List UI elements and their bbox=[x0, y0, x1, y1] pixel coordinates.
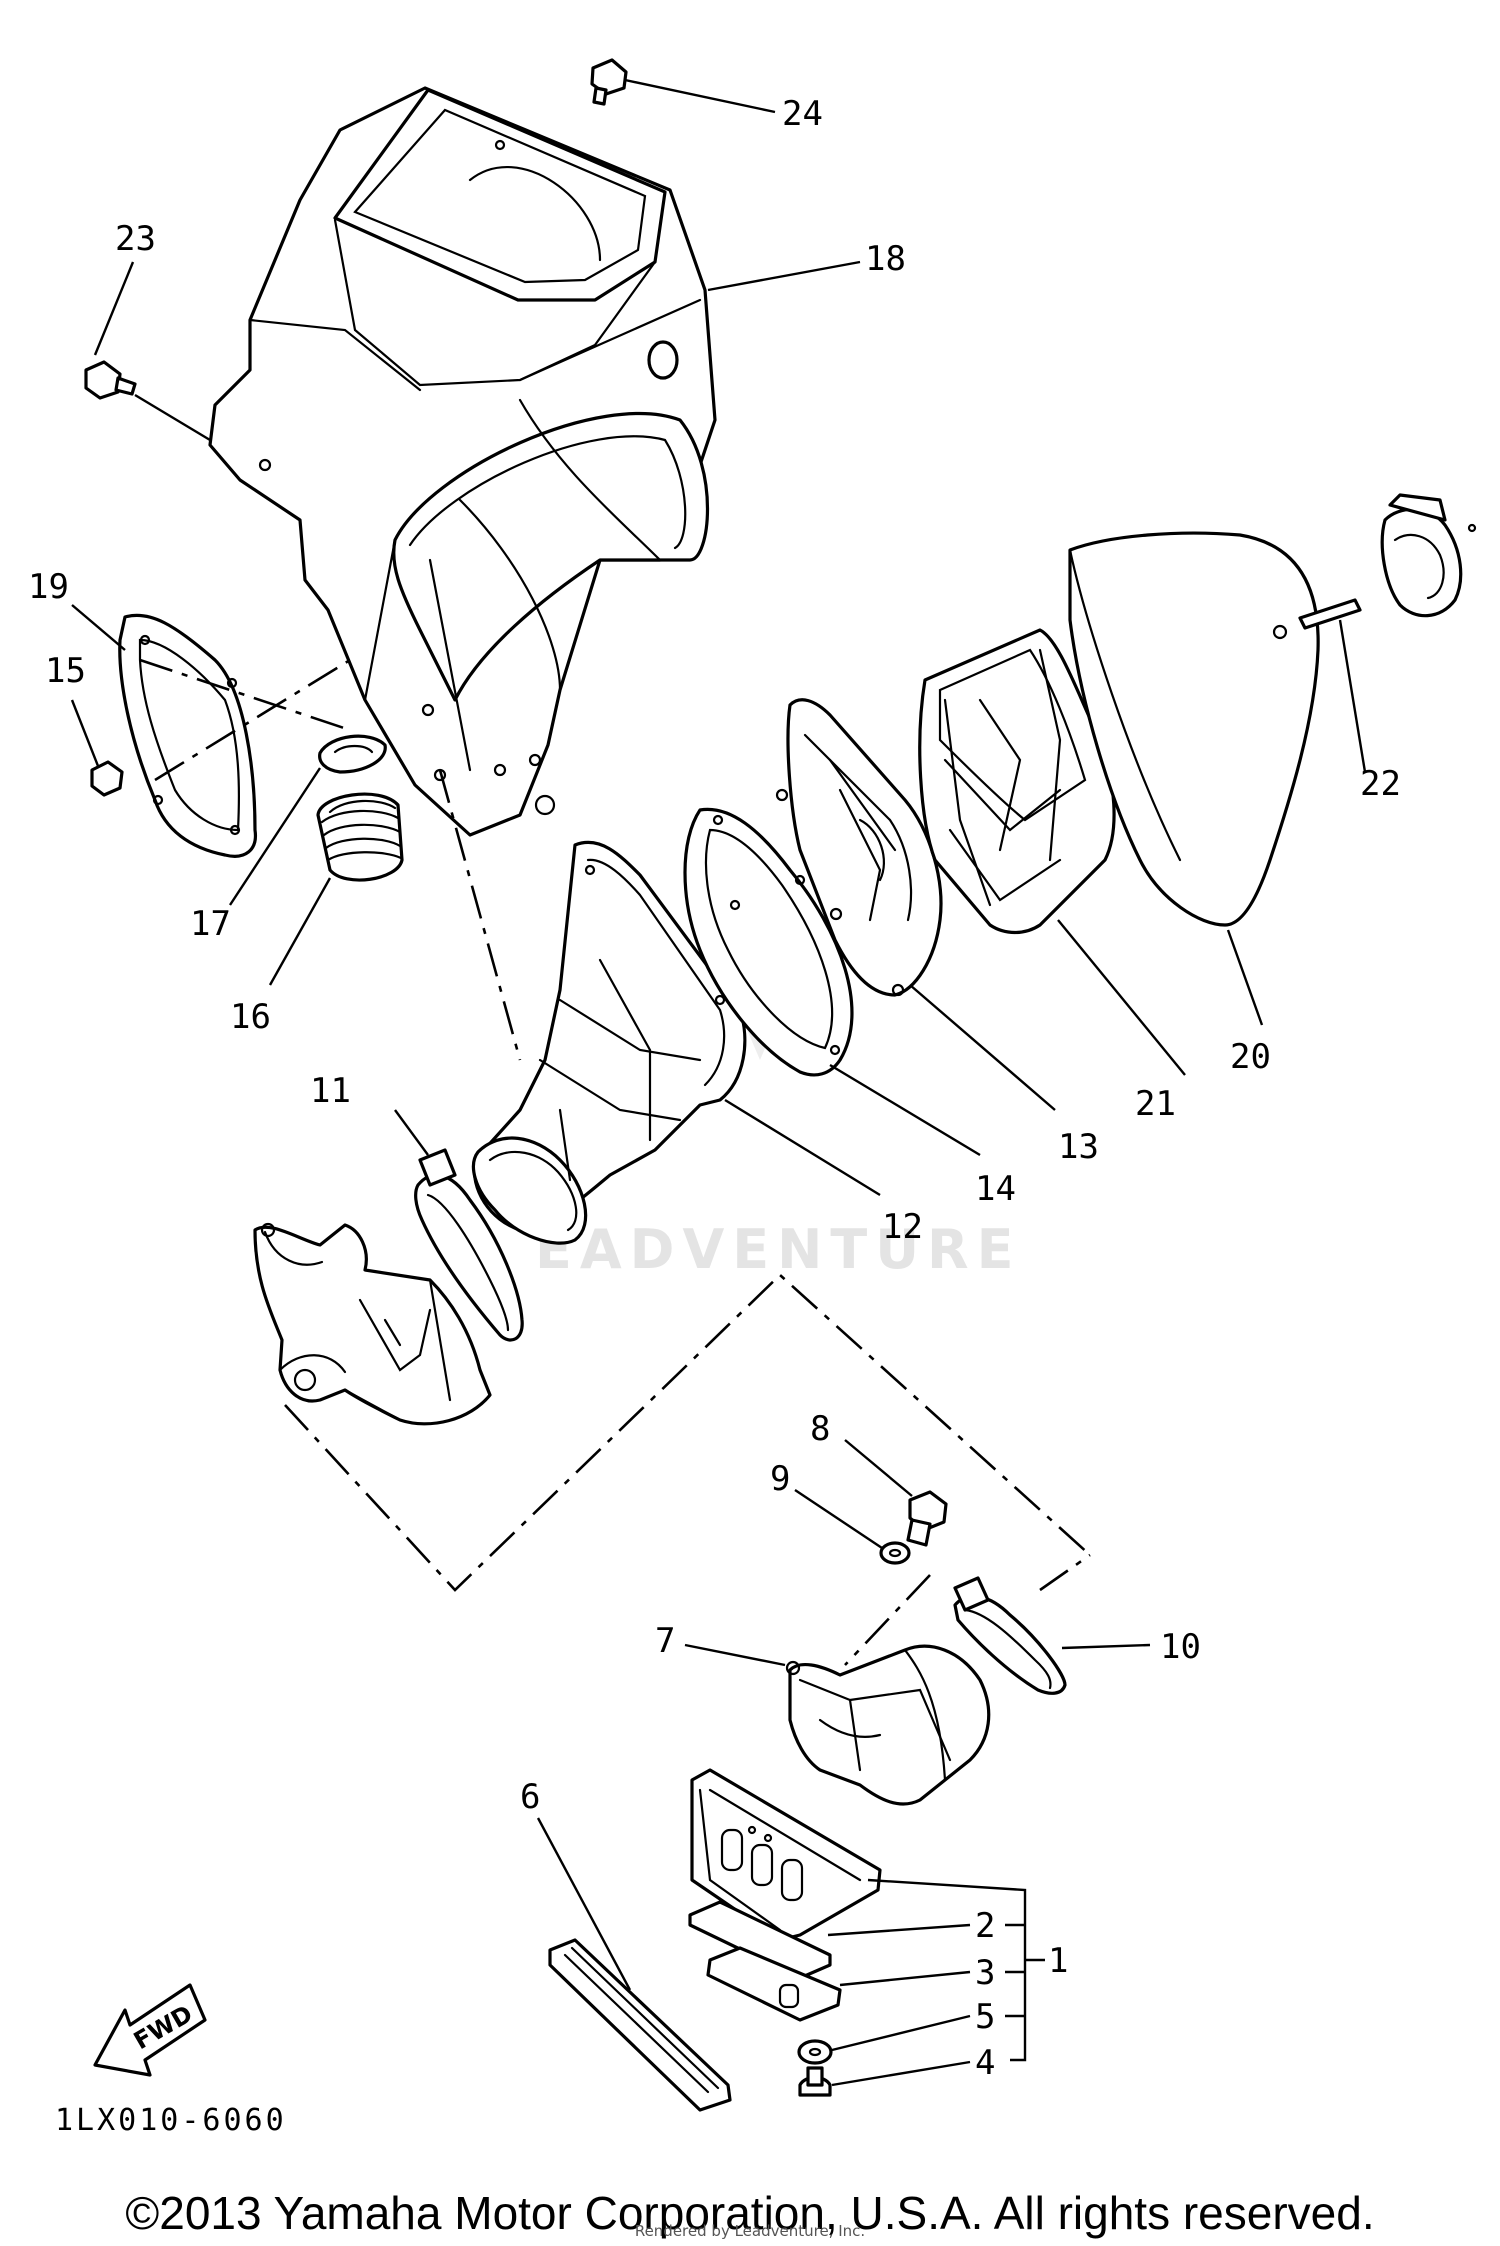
callout-20: 20 bbox=[1230, 1037, 1271, 1077]
gasket-14 bbox=[683, 807, 854, 1077]
callout-2: 2 bbox=[975, 1906, 995, 1946]
air-box-joint-12 bbox=[471, 840, 747, 1245]
callouts: 24 18 23 19 15 17 16 22 20 21 13 14 12 1… bbox=[28, 94, 1401, 2083]
leader-lines bbox=[70, 78, 1367, 2087]
callout-8: 8 bbox=[810, 1409, 830, 1449]
reed-stopper-3 bbox=[706, 1946, 842, 2022]
callout-5: 5 bbox=[975, 1997, 995, 2037]
callout-22: 22 bbox=[1360, 764, 1401, 804]
clamp-10 bbox=[953, 1576, 1067, 1695]
fwd-arrow: FWD bbox=[93, 1983, 207, 2077]
callout-9: 9 bbox=[770, 1459, 790, 1499]
clamp-11 bbox=[414, 1148, 524, 1342]
callout-1: 1 bbox=[1048, 1941, 1068, 1981]
callout-4: 4 bbox=[975, 2043, 995, 2083]
reed-valve-assembly bbox=[690, 1768, 882, 1942]
side-cover-plate bbox=[118, 613, 257, 858]
callout-15: 15 bbox=[45, 651, 86, 691]
intake-manifold-7 bbox=[785, 1644, 991, 1806]
callout-23: 23 bbox=[115, 219, 156, 259]
callout-12: 12 bbox=[882, 1207, 923, 1247]
air-box-case bbox=[208, 86, 717, 837]
callout-24: 24 bbox=[782, 94, 823, 134]
callout-19: 19 bbox=[28, 567, 69, 607]
filter-cage-21 bbox=[918, 628, 1116, 935]
bolt-15 bbox=[90, 760, 124, 797]
callout-21: 21 bbox=[1135, 1084, 1176, 1124]
gasket-6 bbox=[548, 1938, 732, 2112]
callout-3: 3 bbox=[975, 1953, 995, 1993]
bolt-23 bbox=[84, 360, 137, 400]
callout-7: 7 bbox=[655, 1621, 675, 1661]
callout-6: 6 bbox=[520, 1777, 540, 1817]
callout-10: 10 bbox=[1160, 1627, 1201, 1667]
bolt-24 bbox=[590, 58, 628, 106]
copyright-notice: ©2013 Yamaha Motor Corporation, U.S.A. A… bbox=[125, 2187, 1375, 2239]
grommet-17 bbox=[318, 734, 387, 774]
watermark-text: EADVENTURE bbox=[535, 1218, 1022, 1281]
wing-bolt-22 bbox=[1298, 493, 1477, 630]
bolt-8 bbox=[906, 1490, 948, 1547]
callout-11: 11 bbox=[310, 1071, 351, 1111]
carburetor bbox=[253, 1222, 492, 1426]
reference-lines bbox=[139, 658, 1091, 1666]
air-filter-20 bbox=[1068, 531, 1320, 927]
washer-5 bbox=[797, 2039, 833, 2065]
callout-13: 13 bbox=[1058, 1127, 1099, 1167]
filter-guide-13 bbox=[775, 698, 943, 997]
rendered-by-notice: Rendered by Leadventure, Inc. bbox=[634, 2222, 866, 2240]
screw-4 bbox=[798, 2066, 832, 2097]
callout-17: 17 bbox=[190, 904, 231, 944]
reed-petal-2 bbox=[688, 1900, 832, 1980]
diagram-code: 1LX010-6060 bbox=[55, 2103, 287, 2138]
callout-18: 18 bbox=[865, 239, 906, 279]
sleeve-16 bbox=[316, 792, 404, 882]
callout-14: 14 bbox=[975, 1169, 1016, 1209]
callout-16: 16 bbox=[230, 997, 271, 1037]
washer-9 bbox=[879, 1541, 911, 1565]
